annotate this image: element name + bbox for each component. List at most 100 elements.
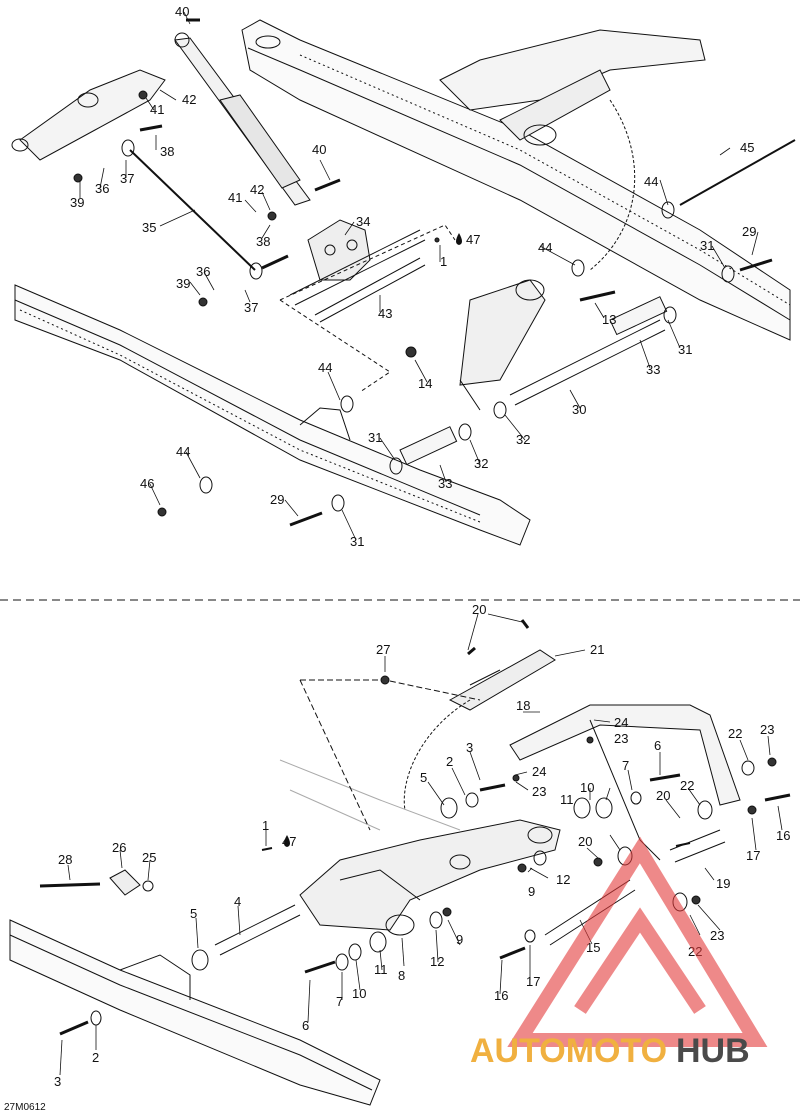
callout: 36 — [196, 264, 210, 279]
bolt-45 — [679, 139, 796, 206]
bolts-lower — [59, 619, 791, 1036]
shaft-30 — [509, 319, 666, 406]
callout: 44 — [644, 174, 658, 189]
callout: 6 — [302, 1018, 309, 1033]
shaft-43b — [314, 257, 426, 323]
callout: 26 — [112, 840, 126, 855]
callout: 10 — [580, 780, 594, 795]
nuts-lower — [380, 675, 777, 917]
callout: 9 — [456, 932, 463, 947]
callout: 31 — [700, 238, 714, 253]
callout: 40 — [175, 4, 189, 19]
rod-35 — [129, 149, 256, 271]
callout: 40 — [312, 142, 326, 157]
guide-frame — [279, 224, 456, 393]
nuts-upper — [73, 90, 440, 517]
callout: 12 — [430, 954, 444, 969]
callout: 42 — [182, 92, 196, 107]
upper-assembly — [11, 11, 796, 546]
callout: 47 — [466, 232, 480, 247]
callout: 31 — [678, 342, 692, 357]
callout: 31 — [368, 430, 382, 445]
callout: 35 — [142, 220, 156, 235]
shaft-4 — [214, 904, 301, 956]
arm-top-right — [439, 29, 706, 271]
shock-center — [459, 279, 546, 411]
callout: 39 — [70, 195, 84, 210]
lubricant-drop-icon — [456, 233, 462, 245]
callout: 37 — [244, 300, 258, 315]
callout: 31 — [350, 534, 364, 549]
callout: 12 — [556, 872, 570, 887]
callout: 20 — [578, 834, 592, 849]
callout: 24 — [614, 715, 628, 730]
pin-28 — [39, 882, 101, 888]
callout: 44 — [176, 444, 190, 459]
callout: 32 — [474, 456, 488, 471]
callout: 33 — [438, 476, 452, 491]
callout: 21 — [590, 642, 604, 657]
callout: 5 — [420, 770, 427, 785]
callout: 4 — [234, 894, 241, 909]
callout: 19 — [716, 876, 730, 891]
callout: 25 — [142, 850, 156, 865]
callout: 6 — [654, 738, 661, 753]
callout: 23 — [710, 928, 724, 943]
callout: 30 — [572, 402, 586, 417]
swing-arm-main — [299, 819, 561, 936]
guide-dash-2 — [299, 679, 371, 831]
callout: 27 — [376, 642, 390, 657]
callout: 20 — [656, 788, 670, 803]
callout: 16 — [494, 988, 508, 1003]
bracket-21 — [448, 649, 556, 711]
hub-26 — [109, 869, 141, 896]
callout: 8 — [398, 968, 405, 983]
callout: 18 — [516, 698, 530, 713]
callout: 45 — [740, 140, 754, 155]
callout: 39 — [176, 276, 190, 291]
callout: 28 — [58, 852, 72, 867]
callout: 3 — [54, 1074, 61, 1089]
callout: 15 — [586, 940, 600, 955]
guide-dash — [300, 679, 481, 701]
callout: 41 — [150, 102, 164, 117]
watermark-text-b: HUB — [676, 1032, 750, 1070]
watermark-text-a: AUTOMOTO — [470, 1032, 667, 1070]
callout: 41 — [228, 190, 242, 205]
callout: 38 — [160, 144, 174, 159]
callout: 10 — [352, 986, 366, 1001]
callout: 13 — [602, 312, 616, 327]
callouts-lower: 20 21 27 18 24 23 3 2 24 23 6 5 7 22 23 … — [54, 602, 790, 1089]
callout: 9 — [528, 884, 535, 899]
callout: 37 — [120, 171, 134, 186]
callout: 43 — [378, 306, 392, 321]
bolts-upper — [139, 18, 773, 527]
watermark: AUTOMOTO HUB — [470, 836, 768, 1070]
arm-top-left — [11, 69, 166, 161]
callout: 17 — [526, 974, 540, 989]
callout: 33 — [646, 362, 660, 377]
callout: 2 — [446, 754, 453, 769]
callout: 36 — [95, 181, 109, 196]
lubricant-drop-icon — [284, 835, 290, 847]
callout: 2 — [92, 1050, 99, 1065]
callout: 1 — [262, 818, 269, 833]
rail-ghost — [279, 759, 461, 831]
callout: 29 — [270, 492, 284, 507]
callout: 24 — [532, 764, 546, 779]
callouts-upper: 40 41 42 38 37 36 39 35 40 41 42 38 34 4… — [70, 4, 756, 549]
leader-lines-upper — [79, 11, 759, 541]
washers-upper — [121, 139, 735, 512]
callout: 29 — [742, 224, 756, 239]
rail-lower — [9, 919, 381, 1106]
callout: 7 — [336, 994, 343, 1009]
callout: 20 — [472, 602, 486, 617]
callout: 7 — [622, 758, 629, 773]
shaft-43 — [289, 229, 426, 306]
callout: 32 — [516, 432, 530, 447]
leader-lines-lower — [59, 613, 783, 1076]
sleeve-33-upper — [609, 296, 668, 336]
callout: 1 — [440, 254, 447, 269]
callout: 17 — [746, 848, 760, 863]
